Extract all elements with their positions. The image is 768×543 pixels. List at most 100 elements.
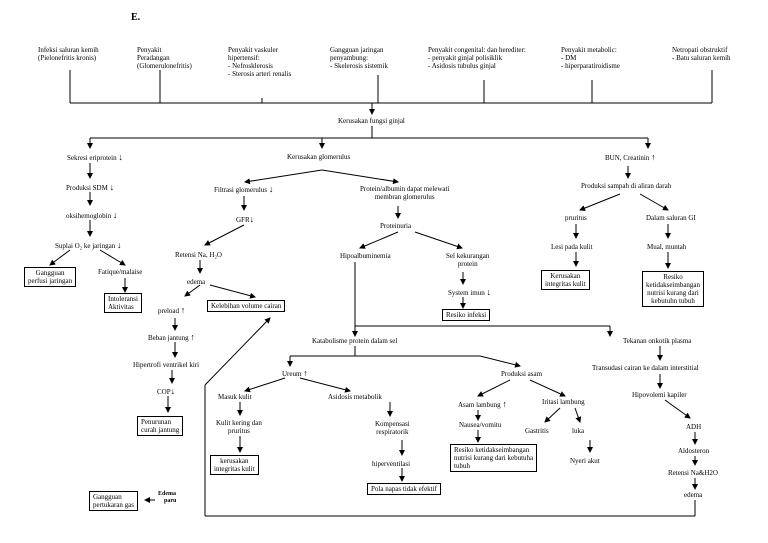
box-line: nutrisi kurang dari kebutuha <box>454 454 534 462</box>
box-line: pertukaran gas <box>93 501 135 509</box>
cause-line: hipertensif: <box>228 54 260 62</box>
arrow-down-icon: ↓ <box>118 152 123 162</box>
node-preload: preload ↑ <box>158 305 186 316</box>
node-cop: COP↓ <box>157 387 175 397</box>
box-line: nutrisi kurang dari <box>647 289 699 297</box>
arrow-up-icon: ↑ <box>180 305 186 315</box>
node-iritasi: Iritasi lambung <box>542 398 585 406</box>
box-kerusakan-integritas: Kerusakan integritas kulit <box>541 270 590 290</box>
cause-line: Penyakit vaskuler <box>228 46 278 54</box>
box-line: tubuh <box>454 462 470 470</box>
node-produksi-asam: Produksi asam <box>501 370 543 378</box>
node-dalam-gi: Dalam saluran GI <box>646 214 696 222</box>
box-kerusakan-kulit: kerusakan integritas kulit <box>210 455 259 475</box>
cause-vaskuler: Penyakit vaskuler hipertensif: - Nefrosk… <box>228 46 291 78</box>
node-retensi: Retensi Na, H₂O <box>175 251 222 259</box>
node-line: protein <box>457 260 478 268</box>
box-line: Intoleransi <box>108 295 138 303</box>
node-produksi-sampah: Produksi sampah di aliran darah <box>581 182 672 190</box>
node-mual: Mual, muntah <box>647 243 687 251</box>
node-label: Suplai O₂ ke jaringan <box>55 242 116 250</box>
node-transudasi: Transudasi cairan ke dalam interstitial <box>592 364 699 372</box>
arrow-down-icon: ↓ <box>116 240 122 250</box>
box-line: Penurunan <box>141 418 171 426</box>
arrow-up-icon: ↑ <box>190 332 195 342</box>
cause-line: (Pielonefritis kronis) <box>38 54 97 62</box>
node-line: Protein/albumin dapat melewati <box>360 185 450 193</box>
node-fatique: Fatique/malaise <box>98 268 143 276</box>
cause-metabolic: Penyakit metabolic: - DM - hiperparatiro… <box>561 46 620 70</box>
node-masuk-kulit: Masuk kulit <box>218 393 252 401</box>
node-line: paru <box>164 498 177 504</box>
node-nyeri: Nyeri akut <box>570 457 600 465</box>
arrow-down-icon: ↓ <box>112 210 118 220</box>
section-heading: E. <box>131 12 141 23</box>
cause-line: penyambung: <box>330 54 369 62</box>
node-suplai: Suplai O₂ ke jaringan ↓ <box>55 240 122 251</box>
box-intoleransi: Intoleransi Aktivitas <box>104 293 142 313</box>
box-line: kebutuhn tubuh <box>651 297 695 305</box>
cause-line: Infeksi saluran kemih <box>38 46 99 54</box>
node-line: Kulit kering dan <box>216 419 262 427</box>
node-label: Sekresi eriprotein <box>67 154 117 162</box>
node-asam-lambung: Asam lambung ↑ <box>458 400 507 410</box>
node-kulit-kering: Kulit kering dan pruritus <box>216 419 262 435</box>
node-lesi: Lesi pada kulit <box>551 243 593 251</box>
cause-line: - Sterosis arteri renalis <box>228 70 292 78</box>
node-proteinuria: Proteinuria <box>380 222 412 230</box>
node-label: COP <box>157 388 171 396</box>
box-resiko-infeksi: Resiko infeksi <box>442 309 491 321</box>
node-gfr: GFR↓ <box>236 214 255 225</box>
node-line: membran glomerulus <box>374 193 435 201</box>
node-nausea: Nausea/vomitu <box>459 421 502 429</box>
box-line: Gangguan <box>93 493 122 501</box>
cause-line: Gangguan jaringan <box>330 46 384 54</box>
node-label: System imun <box>448 289 485 297</box>
cause-line: - Skelerosis sistemik <box>330 62 388 70</box>
cause-line: (Glomerulonefritis) <box>137 62 192 70</box>
node-line: Edema <box>158 491 176 497</box>
node-oksihemoglobin: oksihemoglobin ↓ <box>66 210 118 221</box>
box-line: Resiko <box>663 273 683 281</box>
box-pola-napas: Pola napas tidak efektif <box>367 483 441 495</box>
node-line: respiratorik <box>376 428 409 436</box>
arrow-up-icon: ↑ <box>651 152 656 162</box>
node-sel-kekurangan: Sel kekurangan protein <box>446 252 489 268</box>
arrow-down-icon: ↓ <box>268 184 274 194</box>
node-tekanan: Tekanan onkotik plasma <box>623 337 692 345</box>
cause-line: Penyakit <box>137 46 162 54</box>
node-ureum: Ureum ↑ <box>282 368 308 379</box>
node-kompensasi: Kompensasi respiratorik <box>375 420 410 436</box>
node-pruritus: pruritus <box>565 214 587 222</box>
cause-line: - DM <box>561 54 577 62</box>
cause-line: - hiperparatiroidisme <box>561 62 620 70</box>
cause-netropati: Netropati obstruktif - Batu saluran kemi… <box>672 46 731 62</box>
node-label: Beban jantung <box>148 334 189 342</box>
arrow-down-icon: ↓ <box>249 214 255 224</box>
cause-jaringan-penyambung: Gangguan jaringan penyambung: - Skeleros… <box>330 46 388 70</box>
cause-line: - penyakit ginjal polisiklik <box>428 54 503 62</box>
node-filtrasi: Filtrasi glomerulus ↓ <box>214 184 274 195</box>
box-line: Gangguan <box>35 269 65 277</box>
box-line: Resiko ketidakseimbangan <box>454 446 530 454</box>
cause-line: - Asidosis tubulus ginjal <box>428 62 496 70</box>
node-label: Filtrasi glomerulus <box>214 186 268 194</box>
node-label: preload <box>158 307 179 315</box>
node-label: Ureum <box>282 370 302 378</box>
arrow-up-icon: ↑ <box>303 368 308 378</box>
node-bun: BUN, Creatinin ↑ <box>605 152 656 163</box>
node-hiperventilasi: hiperventilasi <box>372 460 411 468</box>
node-protein: Protein/albumin dapat melewati membran g… <box>360 185 449 201</box>
node-beban: Beban jantung ↑ <box>148 332 195 343</box>
cause-peradangan: Penyakit Peradangan (Glomerulonefritis) <box>137 46 192 70</box>
node-gastritis: Gastritis <box>525 427 549 435</box>
box-penurunan-curah: Penurunan curah jantung <box>137 416 184 436</box>
node-edema-2: edema <box>684 491 703 499</box>
box-gangguan-perfusi: Gangguan perfusi jaringan <box>24 267 77 287</box>
box-line: perfusi jaringan <box>28 277 73 285</box>
node-kerusakan-glomerulus: Kerusakan glomerulus <box>287 153 351 161</box>
node-label: oksihemoglobin <box>66 212 112 220</box>
node-adh: ADH <box>686 423 702 431</box>
cause-line: - Batu saluran kemih <box>672 54 731 62</box>
